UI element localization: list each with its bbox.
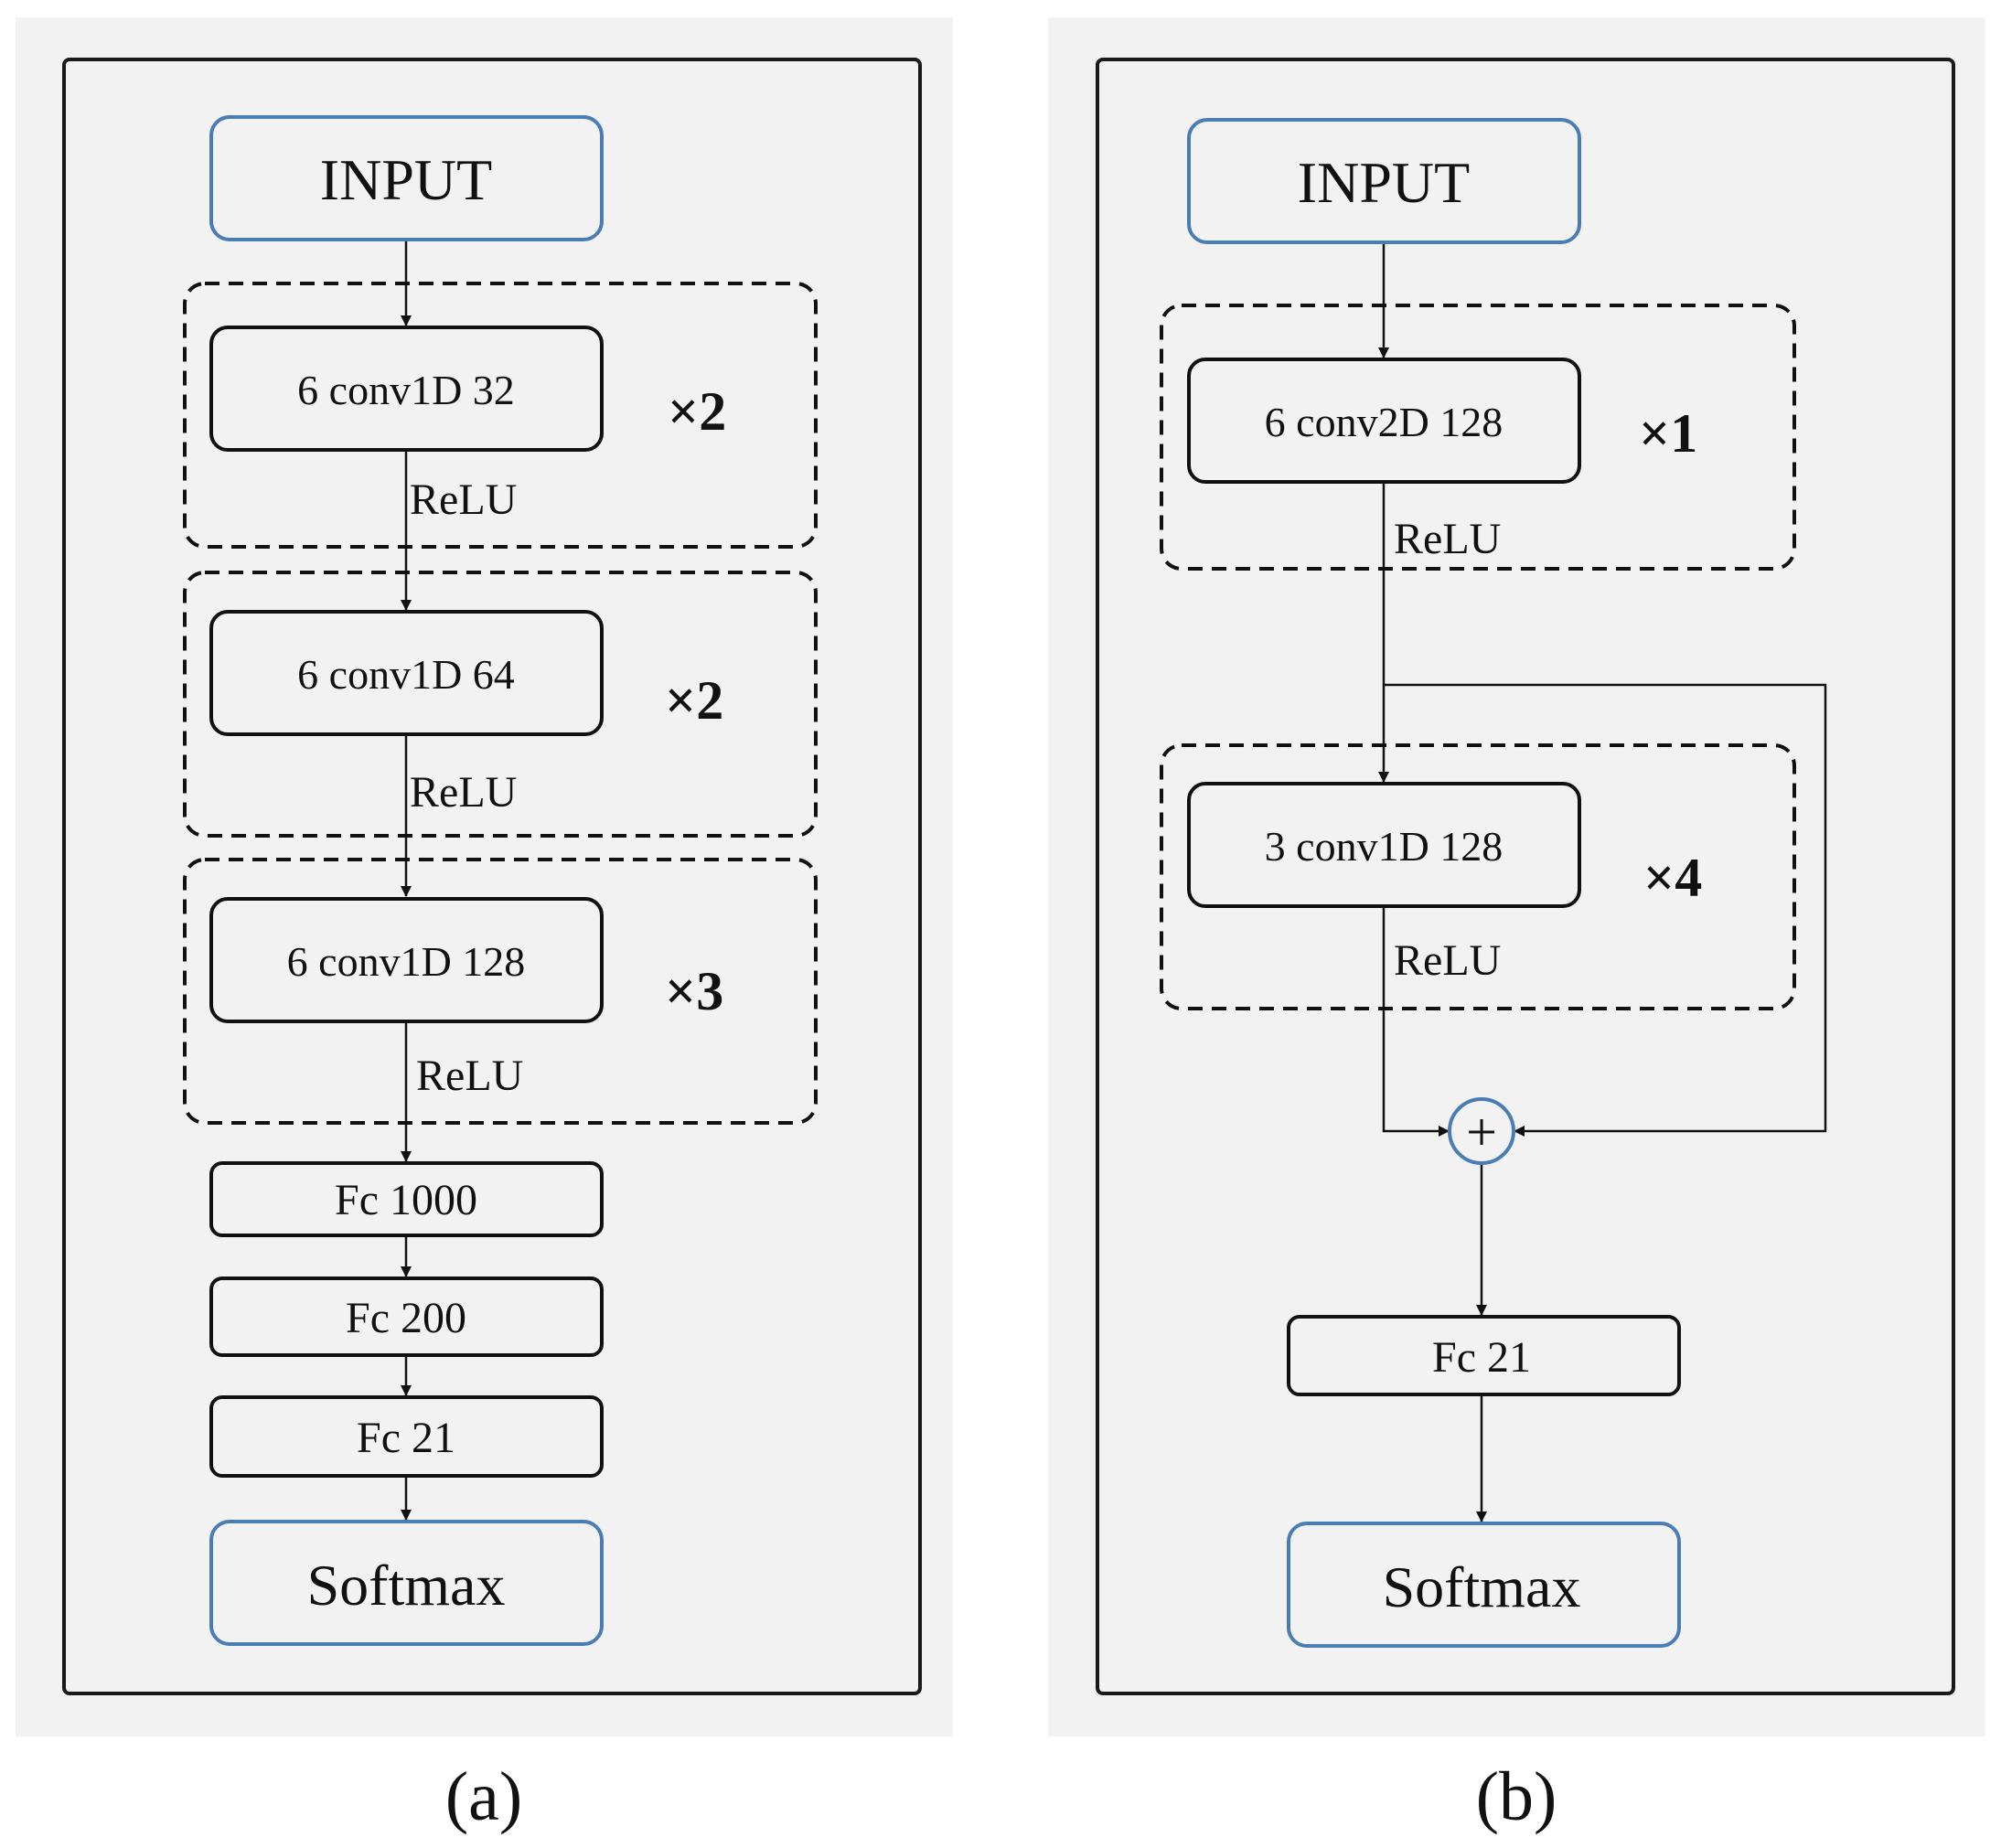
panel-b-sum-symbol: +	[1466, 1102, 1497, 1162]
panel-a-repeat-group-1	[183, 282, 818, 549]
panel-a-softmax-label: Softmax	[307, 1553, 506, 1618]
panel-b-conv-label-1: 6 conv2D 128	[1265, 399, 1503, 445]
panel-a-conv-label-2: 6 conv1D 64	[297, 651, 515, 698]
panel-a: INPUT 6 conv1D 32 ×2 ReLU 6 conv1D 64 ×2…	[16, 17, 953, 1736]
panel-a-conv-label-3: 6 conv1D 128	[287, 938, 526, 985]
panel-a-background	[16, 17, 953, 1736]
panel-a-conv-box-3	[209, 897, 604, 1023]
panel-a-repeat-label-3: ×3	[665, 961, 723, 1021]
panel-b-relu-label-2: ReLU	[1394, 936, 1501, 985]
panel-a-repeat-label-2: ×2	[665, 670, 723, 731]
panel-b-conv-label-2: 3 conv1D 128	[1265, 823, 1503, 870]
panel-b-frame	[1096, 58, 1955, 1695]
panel-b-caption: (b)	[1476, 1758, 1557, 1835]
panel-b-repeat-group-1	[1160, 304, 1796, 571]
panel-b-skip-connection	[1384, 683, 1827, 1137]
panel-b-input-box	[1187, 118, 1581, 244]
panel-b-repeat-label-2: ×4	[1643, 848, 1702, 908]
panel-b-arrow-conv2-to-sum	[1382, 906, 1450, 1137]
panel-b-fc-label: Fc 21	[1432, 1333, 1531, 1382]
panel-a-fc-label-3: Fc 21	[357, 1414, 455, 1462]
panel-a-input-box	[209, 115, 604, 241]
panel-a-relu-label-1: ReLU	[410, 475, 517, 524]
panel-b-conv-box-2	[1187, 782, 1581, 908]
panel-b-repeat-group-2	[1160, 743, 1796, 1010]
panel-a-frame	[62, 58, 922, 1695]
panel-b-relu-label-1: ReLU	[1394, 515, 1501, 563]
panel-a-input-label: INPUT	[320, 147, 492, 212]
panel-a-softmax-box	[209, 1520, 604, 1646]
panel-a-conv-label-1: 6 conv1D 32	[297, 367, 515, 413]
panel-b-fc-box	[1287, 1315, 1681, 1396]
panel-b-input-label: INPUT	[1298, 150, 1470, 215]
panel-a-fc-label-2: Fc 200	[346, 1294, 466, 1342]
panel-b-repeat-label-1: ×1	[1639, 403, 1697, 464]
panel-a-fc-label-1: Fc 1000	[335, 1176, 477, 1224]
panel-b: INPUT 6 conv2D 128 ×1 ReLU 3 conv1D 128 …	[1048, 17, 1985, 1736]
panel-a-relu-label-3: ReLU	[416, 1052, 523, 1100]
panel-a-relu-label-2: ReLU	[410, 768, 517, 817]
panel-a-repeat-group-3	[183, 858, 818, 1125]
panel-b-sum-node	[1448, 1097, 1515, 1165]
panel-a-conv-box-1	[209, 326, 604, 452]
panel-a-fc-box-2	[209, 1277, 604, 1357]
panel-a-conv-box-2	[209, 610, 604, 736]
panel-a-fc-box-1	[209, 1161, 604, 1237]
panel-b-softmax-label: Softmax	[1383, 1554, 1581, 1619]
panel-b-conv-box-1	[1187, 358, 1581, 484]
panel-a-fc-box-3	[209, 1395, 604, 1478]
panel-a-repeat-group-2	[183, 571, 818, 838]
panel-a-caption: (a)	[445, 1758, 522, 1835]
panel-a-repeat-label-1: ×2	[668, 381, 726, 442]
panel-b-softmax-box	[1287, 1522, 1681, 1648]
